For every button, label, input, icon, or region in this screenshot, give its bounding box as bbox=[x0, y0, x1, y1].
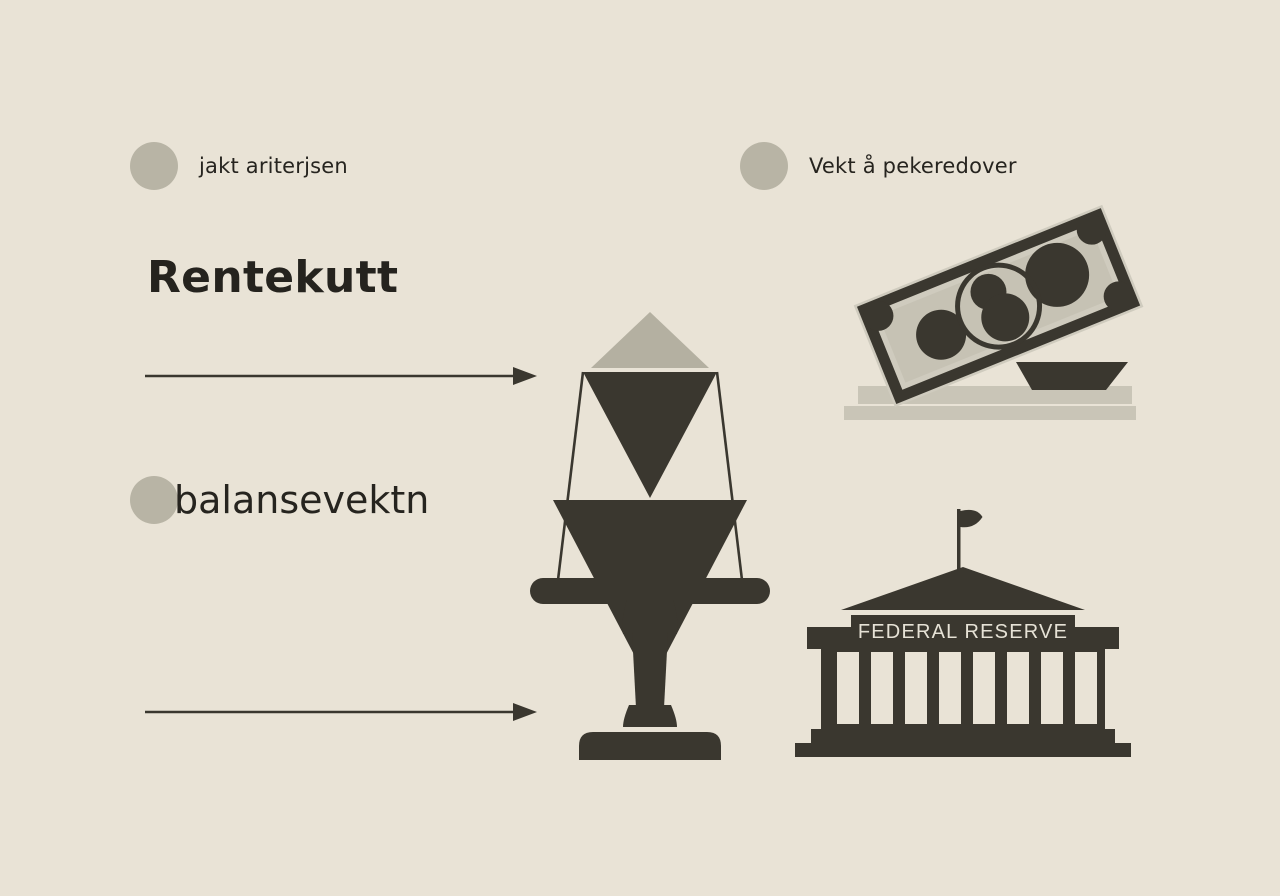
banknote-left-dot bbox=[916, 309, 967, 360]
building-step-upper bbox=[811, 729, 1115, 743]
bullet-label-balansevektn: balansevektn bbox=[174, 478, 430, 522]
scale-capital bbox=[622, 600, 678, 634]
bullet-dot-icon bbox=[740, 142, 788, 190]
page-title: Rentekutt bbox=[147, 252, 399, 303]
flag-icon bbox=[960, 509, 983, 528]
banknote-portrait-silhouette bbox=[970, 273, 1030, 342]
bullet-item-jakt: jakt ariterjsen bbox=[130, 142, 348, 190]
banknote bbox=[853, 204, 1144, 408]
scale-base bbox=[579, 732, 721, 760]
scale-crossbar bbox=[530, 578, 770, 604]
banknote-medallion-ring bbox=[955, 262, 1043, 350]
pedestal-lower bbox=[844, 406, 1136, 420]
scale-pan bbox=[1016, 362, 1128, 390]
federal-reserve-illustration: FEDERAL RESERVE bbox=[785, 495, 1145, 765]
banknote-corner-dot-tl bbox=[863, 300, 894, 331]
banknote-illustration bbox=[840, 190, 1150, 425]
scale-hanger-left bbox=[556, 371, 585, 581]
bullet-item-balansevektn: balansevektn bbox=[130, 476, 429, 524]
building-pediment bbox=[841, 567, 1085, 610]
scale-hanger-right bbox=[715, 371, 744, 581]
scale-shaft bbox=[632, 632, 668, 708]
building-entablature bbox=[807, 627, 1119, 649]
arrow-right-icon-top bbox=[145, 364, 537, 388]
banknote-corner-dot-tr bbox=[1076, 214, 1107, 245]
bullet-label-vekt: Vekt å pekeredover bbox=[809, 154, 1017, 178]
building-sign-text: FEDERAL RESERVE bbox=[858, 621, 1068, 643]
flagpole bbox=[957, 509, 961, 571]
bullet-label-jakt: jakt ariterjsen bbox=[199, 154, 348, 178]
scale-foot-knuckle bbox=[623, 705, 677, 727]
banknote-right-dot bbox=[1025, 242, 1090, 307]
scale-top-triangle bbox=[591, 312, 709, 368]
bullet-item-vekt: Vekt å pekeredover bbox=[740, 142, 1017, 190]
bullet-dot-icon bbox=[130, 476, 178, 524]
scale-upper-triangle bbox=[583, 372, 717, 498]
banknote-corner-dot-br bbox=[1103, 281, 1134, 312]
banknote-inner-border bbox=[856, 208, 1141, 405]
balance-scale-illustration bbox=[505, 300, 795, 780]
arrow-right-icon-bottom bbox=[145, 700, 537, 724]
building-columns bbox=[837, 652, 1097, 724]
building-step-lower bbox=[795, 743, 1131, 757]
bullet-dot-icon bbox=[130, 142, 178, 190]
